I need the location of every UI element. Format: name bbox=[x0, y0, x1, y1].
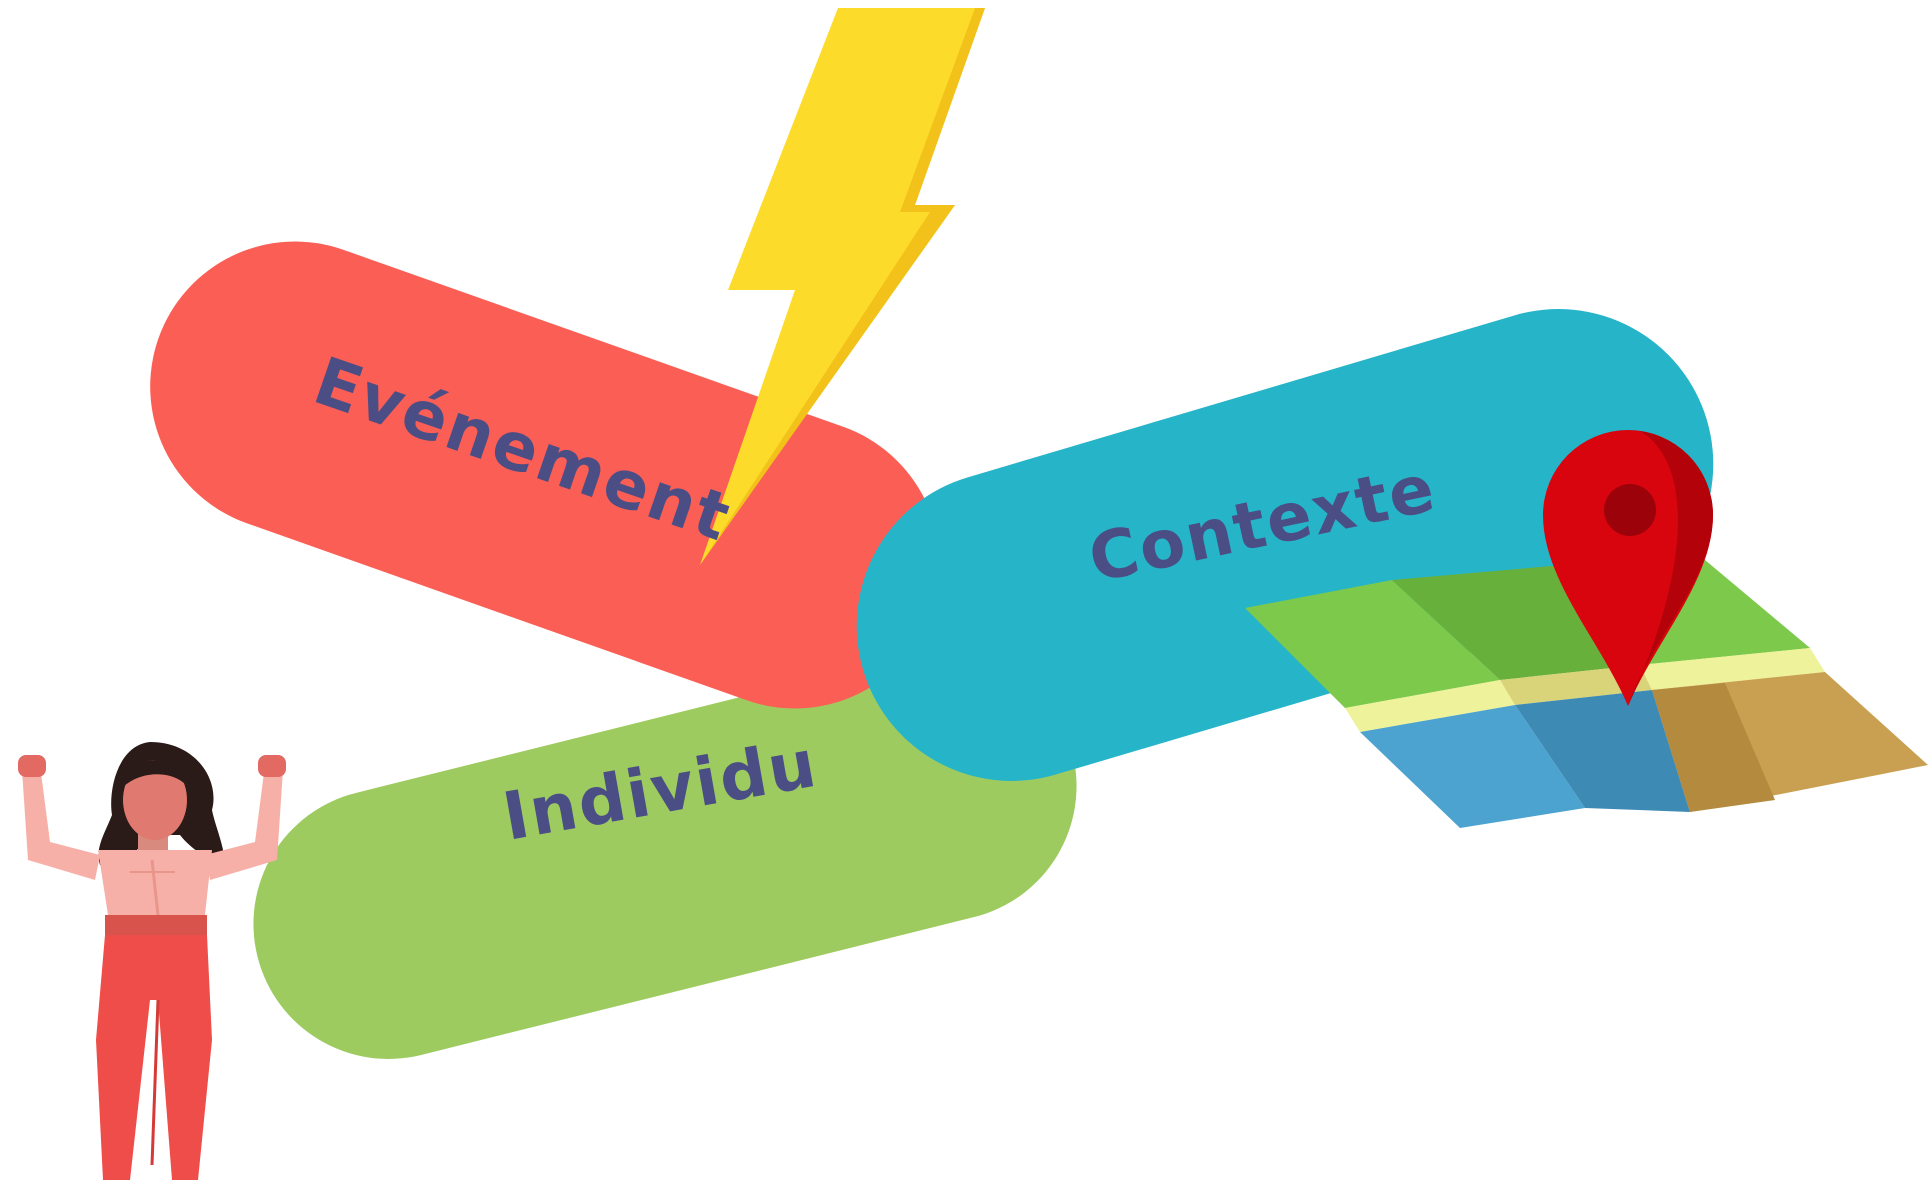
folded-map-icon bbox=[1245, 560, 1928, 828]
event-pill bbox=[150, 241, 940, 709]
lightning-bolt-icon bbox=[700, 8, 985, 565]
individual-pill bbox=[253, 651, 1077, 1059]
map-pin-icon bbox=[1543, 430, 1713, 706]
person-figure-icon bbox=[18, 742, 286, 1180]
context-pill bbox=[856, 309, 1714, 781]
